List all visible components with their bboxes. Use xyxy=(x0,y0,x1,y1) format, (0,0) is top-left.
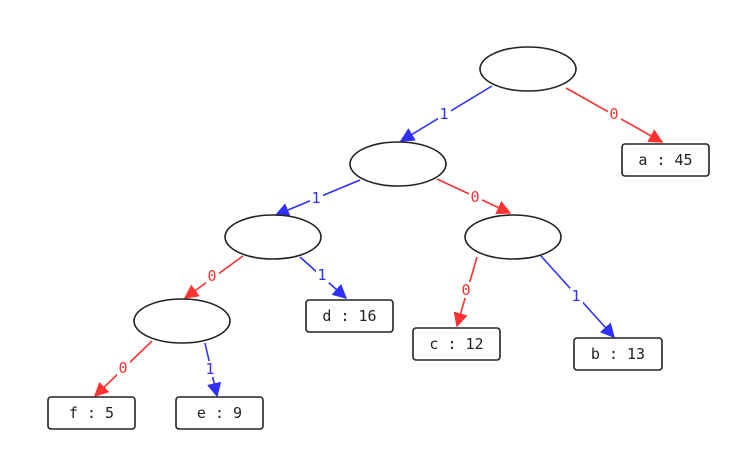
node-root xyxy=(479,46,577,92)
leaf-b-label: b : 13 xyxy=(591,345,645,363)
leaf-a-label: a : 45 xyxy=(638,151,692,169)
leaf-d-label: d : 16 xyxy=(322,307,376,325)
leaf-f: f : 5 xyxy=(47,396,136,430)
leaf-c-label: c : 12 xyxy=(429,335,483,353)
leaf-e: e : 9 xyxy=(175,396,264,430)
edge-label-n2-left: 0 xyxy=(207,267,216,285)
leaf-c: c : 12 xyxy=(412,327,501,361)
edge-label-n4-right: 1 xyxy=(205,360,214,378)
internal-nodes xyxy=(133,46,577,344)
edge-label-n3-left: 0 xyxy=(461,281,470,299)
edge-labels: 1 0 1 0 0 1 0 1 0 1 xyxy=(117,105,621,378)
leaf-e-label: e : 9 xyxy=(197,404,242,422)
edge-label-n1-right: 0 xyxy=(470,188,479,206)
node-n4 xyxy=(133,298,231,344)
node-n3 xyxy=(464,214,562,260)
edge-label-n3-right: 1 xyxy=(571,287,580,305)
leaf-f-label: f : 5 xyxy=(69,404,114,422)
node-n1 xyxy=(349,141,447,187)
edge-label-n4-left: 0 xyxy=(118,359,127,377)
leaf-d: d : 16 xyxy=(305,299,394,333)
edge-label-n2-right: 1 xyxy=(317,266,326,284)
leaf-b: b : 13 xyxy=(573,337,663,371)
node-n2 xyxy=(224,214,322,260)
edge-label-root-left: 1 xyxy=(439,105,448,123)
leaf-nodes: a : 45 d : 16 c : 12 b : 13 f : 5 e : 9 xyxy=(47,143,710,430)
edge-label-root-right: 0 xyxy=(609,105,618,123)
edge-label-n1-left: 1 xyxy=(311,189,320,207)
leaf-a: a : 45 xyxy=(621,143,710,177)
